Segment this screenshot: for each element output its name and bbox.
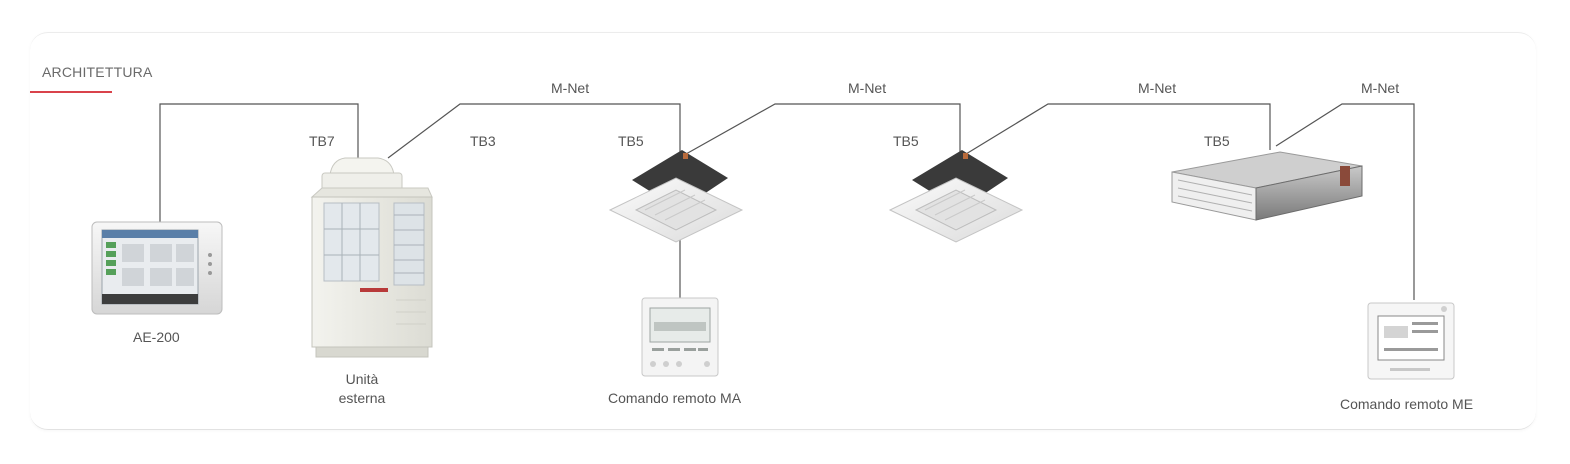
wire-cassette2-ducted — [965, 103, 1271, 155]
device-label-outdoor-unit: Unità esterna — [320, 370, 404, 408]
ceiling-cassette-icon — [608, 150, 744, 243]
mnet-label: M-Net — [1138, 80, 1177, 96]
wall-remote-controller-icon — [641, 297, 719, 377]
title-underline — [30, 91, 112, 93]
wire-tb3-cassette1 — [387, 103, 681, 159]
terminal-label-tb5: TB5 — [1204, 133, 1230, 149]
device-label-remote-ma: Comando remoto MA — [608, 390, 742, 406]
ceiling-cassette-icon — [888, 150, 1024, 243]
device-label-ae200: AE-200 — [133, 329, 180, 345]
vrf-outdoor-unit-icon — [310, 157, 433, 358]
wire-ducted-remote-me — [1275, 103, 1415, 300]
touch-panel-controller-icon — [91, 221, 223, 315]
mnet-label: M-Net — [551, 80, 590, 96]
terminal-label-tb7: TB7 — [309, 133, 335, 149]
outdoor-unit-label-line2: esterna — [338, 390, 386, 406]
mnet-label: M-Net — [1361, 80, 1400, 96]
wall-remote-controller-icon — [1367, 302, 1455, 380]
wire-ae200-tb7 — [159, 103, 359, 225]
device-label-remote-me: Comando remoto ME — [1340, 396, 1474, 412]
outdoor-unit-label-line1: Unità — [345, 371, 379, 387]
wiring — [159, 103, 1415, 300]
terminal-label-tb5: TB5 — [893, 133, 919, 149]
terminal-label-tb3: TB3 — [470, 133, 496, 149]
ducted-indoor-unit-icon — [1171, 151, 1363, 221]
wire-cassette1-cassette2 — [685, 103, 961, 158]
terminal-label-tb5: TB5 — [618, 133, 644, 149]
mnet-label: M-Net — [848, 80, 887, 96]
section-title: ARCHITETTURA — [42, 64, 153, 80]
architecture-card — [30, 32, 1536, 430]
